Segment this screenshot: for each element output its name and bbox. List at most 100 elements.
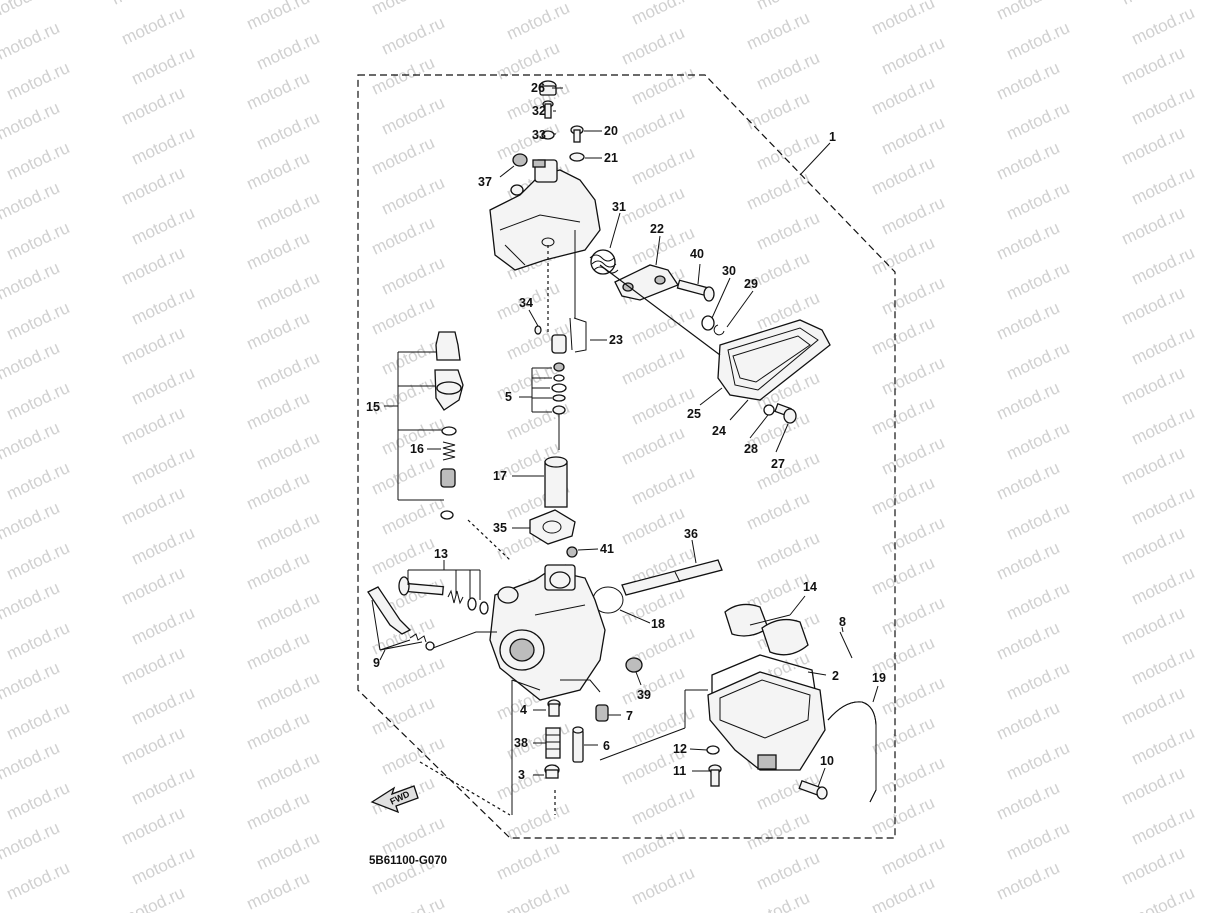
callout-24: 24 (712, 424, 726, 438)
watermark-text: motod.ru (1004, 18, 1073, 64)
watermark-text: motod.ru (254, 268, 323, 314)
part-40-screw (676, 279, 715, 302)
callout-18: 18 (651, 617, 665, 631)
watermark-text: motod.ru (1119, 603, 1188, 649)
watermark-text: motod.ru (0, 418, 62, 464)
watermark-text: motod.ru (629, 143, 698, 189)
part-float-chamber (707, 671, 826, 771)
watermark-text: motod.ru (119, 243, 188, 289)
part-20-screw (570, 125, 584, 143)
watermark-text: motod.ru (244, 0, 313, 34)
part-10-drain-screw (798, 779, 828, 800)
callout-17: 17 (493, 469, 507, 483)
part-6-nozzle (572, 726, 584, 763)
watermark-text: motod.ru (1129, 243, 1198, 289)
part-27-screw (774, 403, 797, 424)
watermark-text: motod.ru (4, 618, 73, 664)
watermark-text: motod.ru (379, 253, 448, 299)
watermark-text: motod.ru (879, 273, 948, 319)
watermark-text: motod.ru (129, 203, 198, 249)
watermark-text: motod.ru (129, 603, 198, 649)
watermark-text: motod.ru (869, 0, 938, 39)
watermark-text: motod.ru (1119, 843, 1188, 889)
callout-9: 9 (373, 656, 380, 670)
watermark-text: motod.ru (744, 488, 813, 534)
callout-21: 21 (604, 151, 618, 165)
callout-12: 12 (673, 742, 687, 756)
watermark-text: motod.ru (1129, 563, 1198, 609)
watermark-text: motod.ru (4, 538, 73, 584)
watermark-text: motod.ru (244, 708, 313, 754)
watermark-text: motod.ru (619, 103, 688, 149)
watermark-text: motod.ru (379, 813, 448, 859)
watermark-text: motod.ru (119, 803, 188, 849)
watermark-text: motod.ru (754, 528, 823, 574)
drawing-code: 5B61100-G070 (369, 855, 447, 867)
callout-35: 35 (493, 521, 507, 535)
callout-14: 14 (803, 580, 817, 594)
watermark-text: motod.ru (254, 588, 323, 634)
watermark-text: motod.ru (0, 818, 62, 864)
watermark-text: motod.ru (254, 188, 323, 234)
watermark-text: motod.ru (369, 293, 438, 339)
callout-8: 8 (839, 615, 846, 629)
watermark-text: motod.ru (869, 793, 938, 839)
watermark-text: motod.ru (4, 138, 73, 184)
watermark-text: motod.ru (0, 0, 52, 24)
watermark-text: motod.ru (879, 753, 948, 799)
watermark-text: motod.ru (1119, 203, 1188, 249)
watermark-text: motod.ru (244, 468, 313, 514)
callout-25: 25 (687, 407, 701, 421)
watermark-text: motod.ru (994, 458, 1063, 504)
callout-13: 13 (434, 547, 448, 561)
watermark-text: motod.ru (744, 888, 813, 913)
watermark-text: motod.ru (994, 378, 1063, 424)
watermark-text: motod.ru (994, 298, 1063, 344)
watermark-text: motod.ru (1119, 683, 1188, 729)
watermark-text: motod.ru (129, 283, 198, 329)
part-16-spring (442, 441, 456, 461)
part-11-screw (708, 764, 722, 787)
watermark-text: motod.ru (994, 698, 1063, 744)
watermark-text: motod.ru (254, 828, 323, 874)
watermark-text: motod.ru (129, 123, 198, 169)
watermark-text: motod.ru (1004, 818, 1073, 864)
watermark-text: motod.ru (1119, 363, 1188, 409)
watermark-text: motod.ru (244, 308, 313, 354)
callout-29: 29 (744, 277, 758, 291)
part-17-piston-valve (544, 456, 568, 508)
callout-10: 10 (820, 754, 834, 768)
watermark-text: motod.ru (994, 0, 1063, 24)
fwd-arrow-icon: FWD (370, 785, 419, 814)
callout-2: 2 (832, 669, 839, 683)
watermark-text: motod.ru (4, 778, 73, 824)
watermark-text: motod.ru (494, 38, 563, 84)
watermark-text: motod.ru (0, 578, 62, 624)
watermark-text: motod.ru (879, 433, 948, 479)
watermark-text: motod.ru (994, 138, 1063, 184)
watermark-text: motod.ru (619, 423, 688, 469)
watermark-text: motod.ru (1004, 658, 1073, 704)
watermark-text: motod.ru (1119, 443, 1188, 489)
callout-34: 34 (519, 296, 533, 310)
watermark-text: motod.ru (0, 178, 62, 224)
part-top-cover (489, 159, 601, 271)
watermark-text: motod.ru (1129, 83, 1198, 129)
callout-labels: 1 2 3 4 5 6 7 8 9 10 11 12 13 14 15 16 1… (366, 81, 886, 782)
watermark-text: motod.ru (129, 363, 198, 409)
callout-23: 23 (609, 333, 623, 347)
part-21-washer (569, 152, 585, 162)
watermark-text: motod.ru (244, 68, 313, 114)
watermark-text: motod.ru (869, 873, 938, 913)
watermark-text: motod.ru (869, 713, 938, 759)
watermark-text: motod.ru (754, 208, 823, 254)
watermark-text: motod.ru (1129, 3, 1198, 49)
callout-11: 11 (673, 764, 686, 778)
watermark-text: motod.ru (504, 0, 573, 44)
part-4-main-jet (547, 699, 561, 717)
watermark-text: motod.ru (129, 683, 198, 729)
watermark-text: motod.ru (119, 723, 188, 769)
watermark-text: motod.ru (629, 463, 698, 509)
watermark-text: motod.ru (869, 473, 938, 519)
